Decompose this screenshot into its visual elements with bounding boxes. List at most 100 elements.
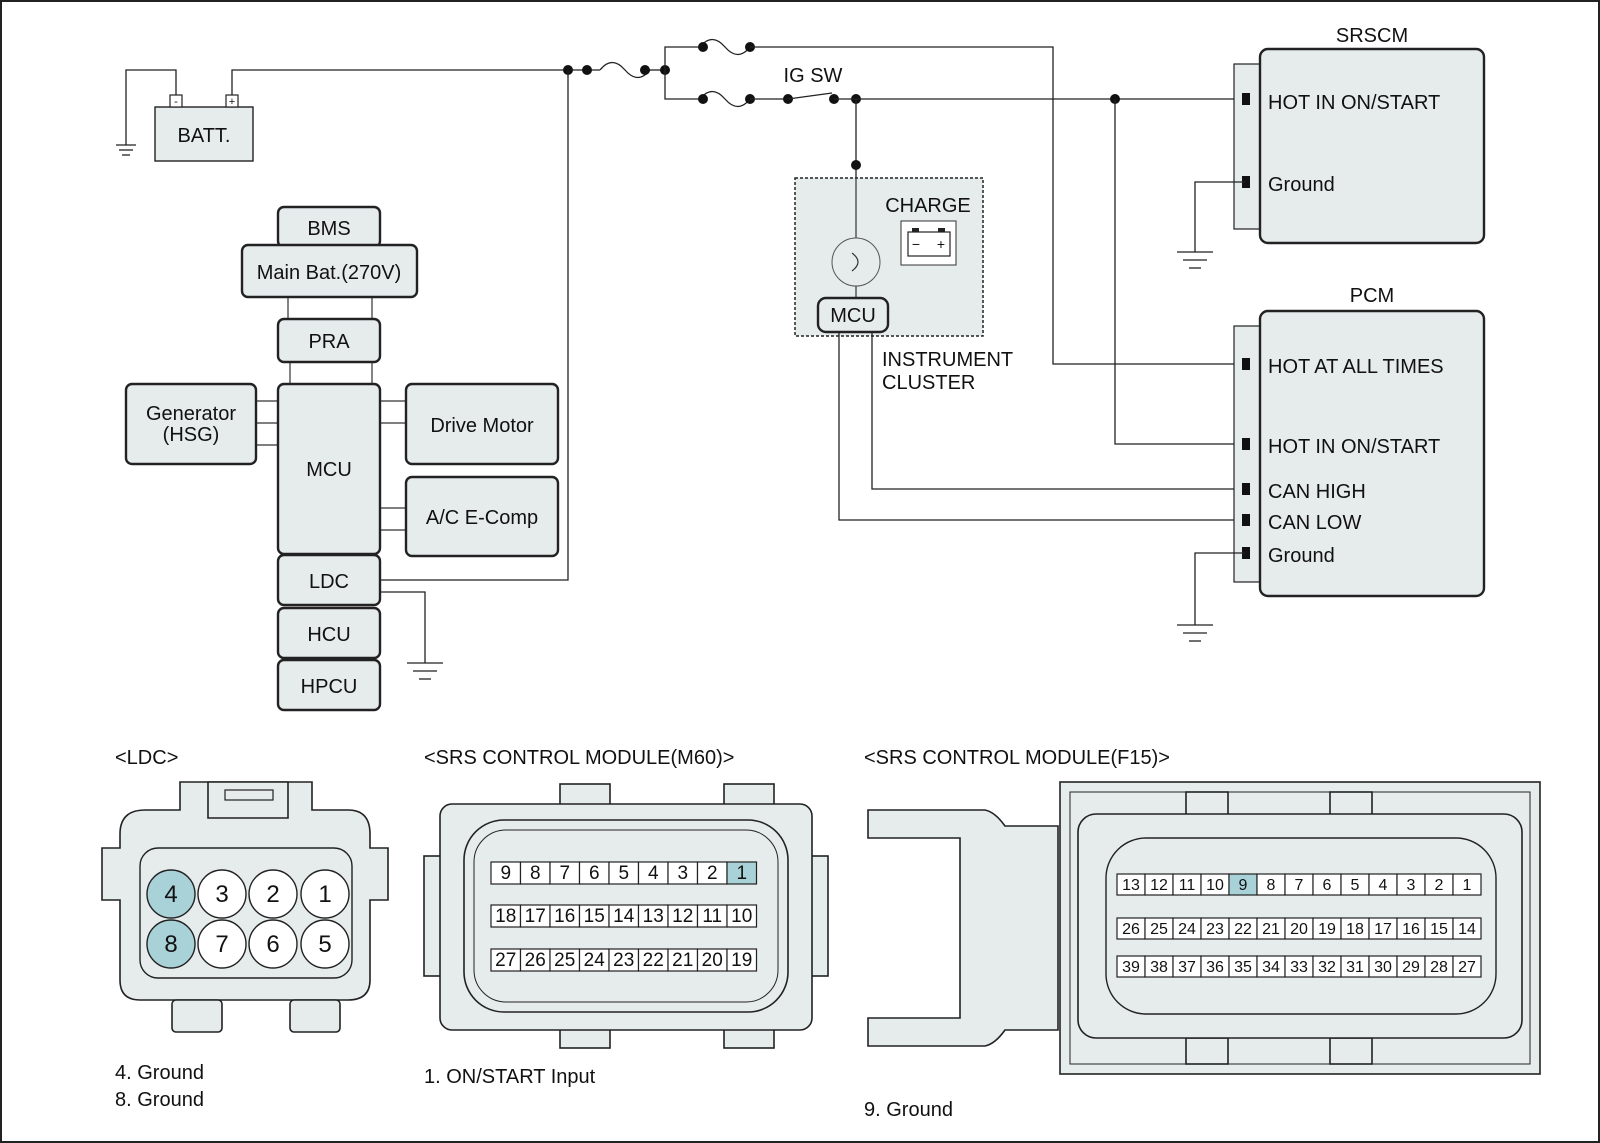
f15-pin-number: 36: [1206, 959, 1224, 976]
m60-pin-number: 19: [731, 950, 752, 971]
f15-pin-number: 5: [1351, 877, 1360, 894]
junction-dot: [698, 94, 708, 104]
charge-label: CHARGE: [885, 195, 971, 217]
m60-pin-number: 6: [589, 863, 600, 884]
m60-pin-number: 10: [731, 906, 752, 927]
pin-terminal: [1242, 483, 1250, 495]
battery-negative-sign: -: [174, 96, 178, 108]
m60-pin-number: 26: [525, 950, 546, 971]
f15-pin-number: 8: [1267, 877, 1276, 894]
pcm-box: [1258, 309, 1486, 598]
m60-pin-number: 12: [672, 906, 693, 927]
m60-pin: [726, 861, 758, 885]
f15-pin-number: 17: [1374, 921, 1392, 938]
ldc-pin: [300, 919, 350, 969]
pcm-hot-wire: [1114, 99, 1245, 445]
m60-pin-number: 23: [613, 950, 634, 971]
m60-pin: [726, 948, 758, 972]
ldc-pin-number: 6: [266, 931, 279, 958]
ground-icon: [1177, 251, 1213, 269]
m60-pin-number: 9: [500, 863, 511, 884]
f15-pin-number: 7: [1295, 877, 1304, 894]
drive-motor-label: Drive Motor: [430, 415, 534, 437]
ldc-pin-number: 1: [318, 881, 331, 908]
f15-pin-number: 14: [1458, 921, 1476, 938]
ldc-pin-number: 7: [215, 931, 228, 958]
ground-icon: [1177, 624, 1213, 642]
f15-pin-number: 9: [1239, 877, 1248, 894]
ldc-pin: [197, 869, 247, 919]
f15-pin-number: 20: [1290, 921, 1308, 938]
m60-pin-number: 8: [530, 863, 541, 884]
cluster-mcu-box: [816, 296, 890, 334]
fuse-lower: [699, 90, 751, 108]
svg-text:+: +: [937, 236, 945, 252]
ldc-pin-number: 8: [164, 931, 177, 958]
m60-pin-number: 18: [495, 906, 516, 927]
battery-ground-wire: [125, 69, 177, 145]
hpcu-label: HPCU: [301, 676, 358, 698]
f15-pin-number: 15: [1430, 921, 1448, 938]
fuse-upper: [699, 38, 751, 56]
f15-pin-number: 34: [1262, 959, 1280, 976]
cluster-label-line1: INSTRUMENT: [882, 349, 1013, 371]
generator-label-line2: (HSG): [163, 424, 220, 446]
pra-block: [276, 317, 382, 364]
ldc-ground-wire: [380, 591, 426, 663]
ldc-note-2: 8. Ground: [115, 1089, 204, 1111]
f15-pin-number: 32: [1318, 959, 1336, 976]
m60-pin-number: 21: [672, 950, 693, 971]
junction-dot: [582, 65, 592, 75]
ground-icon: [407, 662, 443, 680]
f15-pin-number: 3: [1407, 877, 1416, 894]
ldc-pin-number: 3: [215, 881, 228, 908]
m60-pin-number: 20: [702, 950, 723, 971]
f15-connector-title: <SRS CONTROL MODULE(F15)>: [864, 747, 1170, 769]
f15-pin-number: 22: [1234, 921, 1252, 938]
pin-terminal: [1242, 358, 1250, 370]
f15-pin-number: 19: [1318, 921, 1336, 938]
pcm-pin-can-low: CAN LOW: [1268, 512, 1361, 534]
f15-note: 9. Ground: [864, 1099, 953, 1121]
f15-pin-number: 16: [1402, 921, 1420, 938]
f15-pin-number: 10: [1206, 877, 1224, 894]
ldc-output-wire: [380, 70, 569, 581]
f15-pin-number: 30: [1374, 959, 1392, 976]
ldc-pin: [146, 869, 196, 919]
ig-sw-label: IG SW: [784, 65, 843, 87]
ldc-pin-number: 5: [318, 931, 331, 958]
m60-connector-title: <SRS CONTROL MODULE(M60)>: [424, 747, 734, 769]
srscm-pin-hot: HOT IN ON/START: [1268, 92, 1440, 114]
f15-pin-number: 12: [1150, 877, 1168, 894]
m60-pin-number: 7: [559, 863, 570, 884]
f15-pin-number: 33: [1290, 959, 1308, 976]
f15-pin-number: 24: [1178, 921, 1196, 938]
pra-label: PRA: [308, 331, 350, 353]
cluster-mcu-label: MCU: [830, 305, 876, 327]
m60-pin-number: 5: [618, 863, 629, 884]
mcu-label: MCU: [306, 459, 352, 481]
ldc-connector-title: <LDC>: [115, 747, 178, 769]
f15-pin-number: 1: [1463, 877, 1472, 894]
f15-pin-number: 35: [1234, 959, 1252, 976]
m60-pin-number: 24: [584, 950, 606, 971]
ldc-pin-number: 2: [266, 881, 279, 908]
m60-pin: [726, 904, 758, 928]
f15-pin-number: 25: [1150, 921, 1168, 938]
pcm-pin-ground: Ground: [1268, 545, 1335, 567]
f15-pin: [1452, 955, 1482, 978]
drive-motor-block: [404, 382, 560, 466]
junction-dot: [640, 65, 650, 75]
ldc-pin: [197, 919, 247, 969]
srscm-ground-wire: [1194, 181, 1245, 252]
f15-pin-number: 18: [1346, 921, 1364, 938]
f15-pin-number: 39: [1122, 959, 1140, 976]
ac-ecomp-block: [404, 475, 560, 558]
f15-pin-number: 4: [1379, 877, 1388, 894]
ldc-pin: [248, 919, 298, 969]
f15-pin-number: 27: [1458, 959, 1476, 976]
srscm-title: SRSCM: [1336, 25, 1408, 47]
m60-pin-number: 3: [677, 863, 688, 884]
